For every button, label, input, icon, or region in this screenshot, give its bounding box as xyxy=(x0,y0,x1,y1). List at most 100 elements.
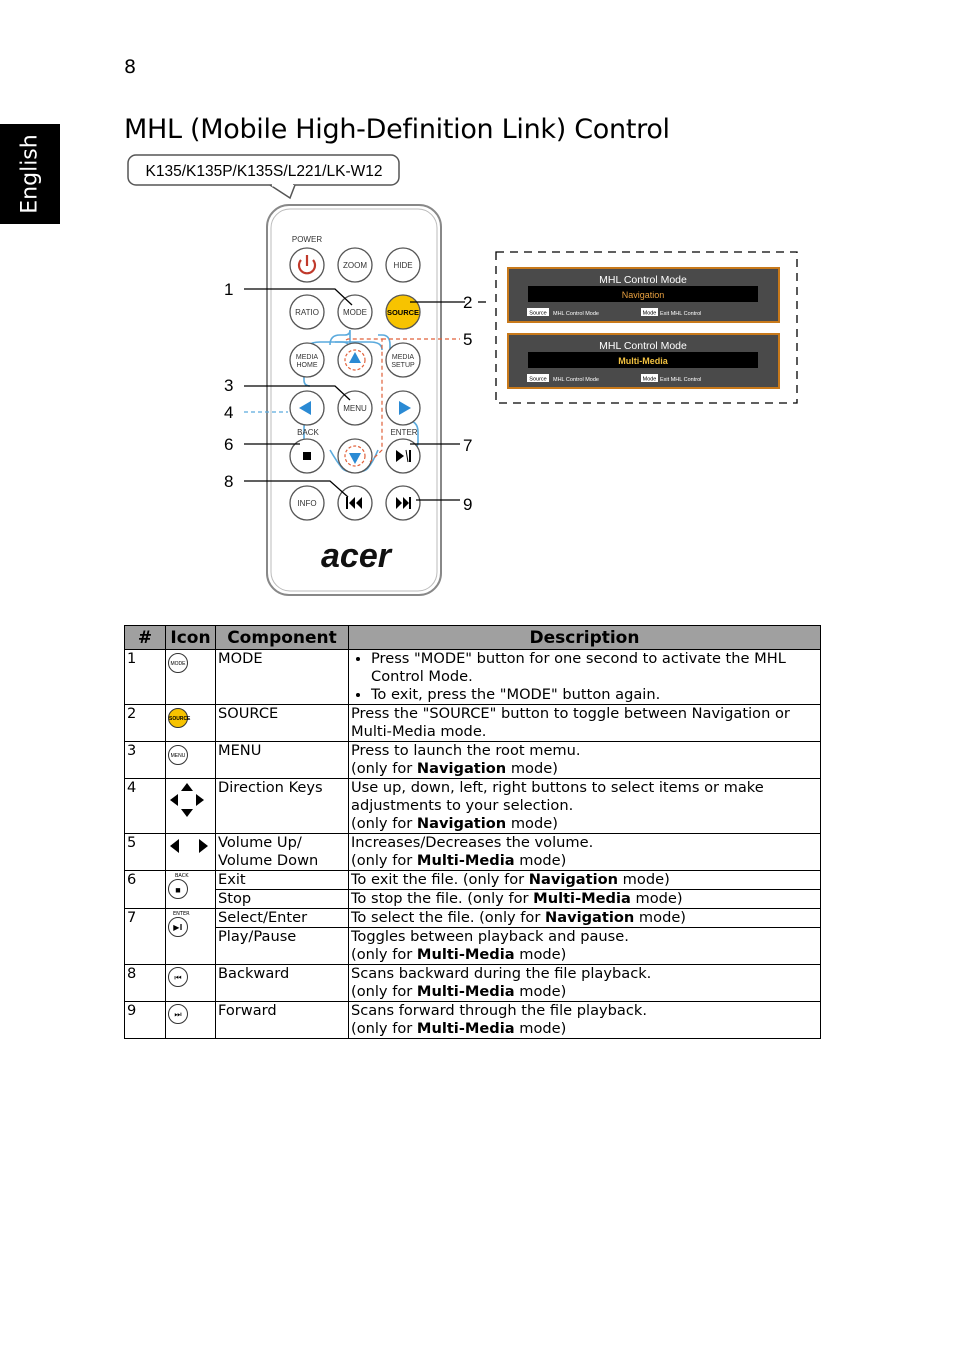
ratio-label: RATIO xyxy=(295,308,319,317)
source-label: SOURCE xyxy=(387,308,419,317)
right-arrow-icon xyxy=(399,401,411,415)
media-setup-button[interactable] xyxy=(385,342,421,378)
media-setup-label-2: SETUP xyxy=(391,362,415,369)
row-description: To stop the file. (only for Multi-Media … xyxy=(348,889,821,909)
osd-nav-value: Navigation xyxy=(622,290,665,300)
menu-button[interactable] xyxy=(337,390,373,426)
row-component: Stop xyxy=(215,889,349,909)
callout-6: 6 xyxy=(224,435,233,454)
play-pause-icon xyxy=(396,449,411,463)
language-tab: English xyxy=(0,124,60,224)
play-pause-icon: ▶‖ xyxy=(168,917,188,937)
direction-keys-icon xyxy=(170,783,204,817)
media-home-label-2: HOME xyxy=(297,362,318,369)
row-component: MODE xyxy=(215,649,349,705)
enter-icon-label: ENTER xyxy=(173,911,190,917)
backward-icon xyxy=(346,497,362,509)
row-description: Scans forward through the file playback.… xyxy=(348,1001,821,1039)
callout-line-1 xyxy=(244,288,353,306)
osd-mm-key2: Mode xyxy=(643,377,657,383)
osd-mm-title: MHL Control Mode xyxy=(599,340,687,352)
table-row: Stop To stop the file. (only for Multi-M… xyxy=(125,889,821,909)
row-description: Press "MODE" button for one second to ac… xyxy=(348,649,821,705)
description-bullet: To exit, press the "MODE" button again. xyxy=(371,686,818,704)
source-button[interactable] xyxy=(385,294,421,330)
volume-arrows-icon xyxy=(170,839,208,853)
zoom-label: ZOOM xyxy=(343,261,367,270)
osd-mm-key1: Source xyxy=(529,377,546,383)
stop-icon: ■ xyxy=(168,879,188,899)
table-row: 4 Direction Keys Use up, down, left, rig… xyxy=(124,778,821,834)
callout-7: 7 xyxy=(463,436,472,455)
callout-2: 2 xyxy=(463,293,472,312)
ratio-button[interactable] xyxy=(289,294,325,330)
row-number: 5 xyxy=(124,833,166,871)
row-component: SOURCE xyxy=(215,704,349,742)
header-component: Component xyxy=(215,625,349,650)
forward-icon: ⏭ xyxy=(168,1004,188,1024)
table-row: 8 ⏮ Backward Scans backward during the f… xyxy=(124,964,821,1002)
remote-diagram: K135/K135P/K135S/L221/LK-W12 xyxy=(127,154,798,596)
table-row: 7 ENTER▶‖ Select/Enter To select the fil… xyxy=(124,908,821,965)
info-label: INFO xyxy=(297,499,316,508)
mode-button[interactable] xyxy=(337,294,373,330)
callout-9: 9 xyxy=(463,495,472,514)
row-description: To exit the file. (only for Navigation m… xyxy=(348,870,821,890)
row-component: Exit xyxy=(215,870,349,890)
row-description: Press the "SOURCE" button to toggle betw… xyxy=(348,704,821,742)
header-description: Description xyxy=(348,625,821,650)
callout-line-3 xyxy=(244,385,351,401)
row-number: 3 xyxy=(124,741,166,779)
row-component: Play/Pause xyxy=(215,927,349,965)
down-arrow-icon xyxy=(349,453,361,464)
callout-1: 1 xyxy=(224,280,233,299)
row-description: Toggles between playback and pause.(only… xyxy=(348,927,821,965)
acer-logo: acer xyxy=(321,537,393,575)
row-number: 4 xyxy=(124,778,166,834)
callout-8: 8 xyxy=(224,472,233,491)
power-icon xyxy=(297,255,317,275)
media-home-button[interactable] xyxy=(289,342,325,378)
osd-mm-text2: Exit MHL Control xyxy=(660,377,701,383)
osd-frame xyxy=(495,251,798,404)
enter-label: ENTER xyxy=(390,428,417,437)
row-number: 2 xyxy=(124,704,166,742)
back-label: BACK xyxy=(297,428,319,437)
power-label: POWER xyxy=(292,235,322,244)
osd-mm-value: Multi-Media xyxy=(618,356,668,366)
left-arrow-icon xyxy=(299,401,311,415)
row-component: Forward xyxy=(215,1001,349,1039)
language-tab-label: English xyxy=(17,134,43,214)
down-highlight xyxy=(344,445,366,467)
table-row: 3 MENU MENU Press to launch the root mem… xyxy=(124,741,821,779)
row-number: 7 xyxy=(124,908,166,965)
callout-5: 5 xyxy=(463,330,472,349)
model-label: K135/K135P/K135S/L221/LK-W12 xyxy=(146,163,383,180)
info-button[interactable] xyxy=(289,485,325,521)
callout-3: 3 xyxy=(224,376,233,395)
zoom-button[interactable] xyxy=(337,247,373,283)
mode-icon: MODE xyxy=(168,653,188,673)
row-component: Backward xyxy=(215,964,349,1002)
row-description: Use up, down, left, right buttons to sel… xyxy=(348,778,821,834)
source-icon: SOURCE xyxy=(168,708,190,728)
osd-navigation: MHL Control Mode Navigation Source MHL C… xyxy=(507,267,780,323)
row-description: Increases/Decreases the volume.(only for… xyxy=(348,833,821,871)
backward-icon: ⏮ xyxy=(168,967,188,987)
row-number: 8 xyxy=(124,964,166,1002)
row-description: Scans backward during the file playback.… xyxy=(348,964,821,1002)
media-setup-label-1: MEDIA xyxy=(392,354,415,361)
forward-icon xyxy=(396,497,411,509)
menu-label: MENU xyxy=(343,404,367,413)
callout-line-8 xyxy=(244,480,349,498)
stop-icon xyxy=(303,452,311,460)
table-row: 6 BACK■ Exit To exit the file. (only for… xyxy=(124,870,821,909)
up-highlight xyxy=(344,349,366,371)
hide-button[interactable] xyxy=(385,247,421,283)
table-row: 2 SOURCE SOURCE Press the "SOURCE" butto… xyxy=(124,704,821,742)
osd-nav-key2: Mode xyxy=(643,311,657,317)
row-number: 6 xyxy=(124,870,166,909)
table-row: 1 MODE MODE Press "MODE" button for one … xyxy=(124,649,821,705)
row-component: Volume Up/Volume Down xyxy=(215,833,349,871)
row-component: Direction Keys xyxy=(215,778,349,834)
